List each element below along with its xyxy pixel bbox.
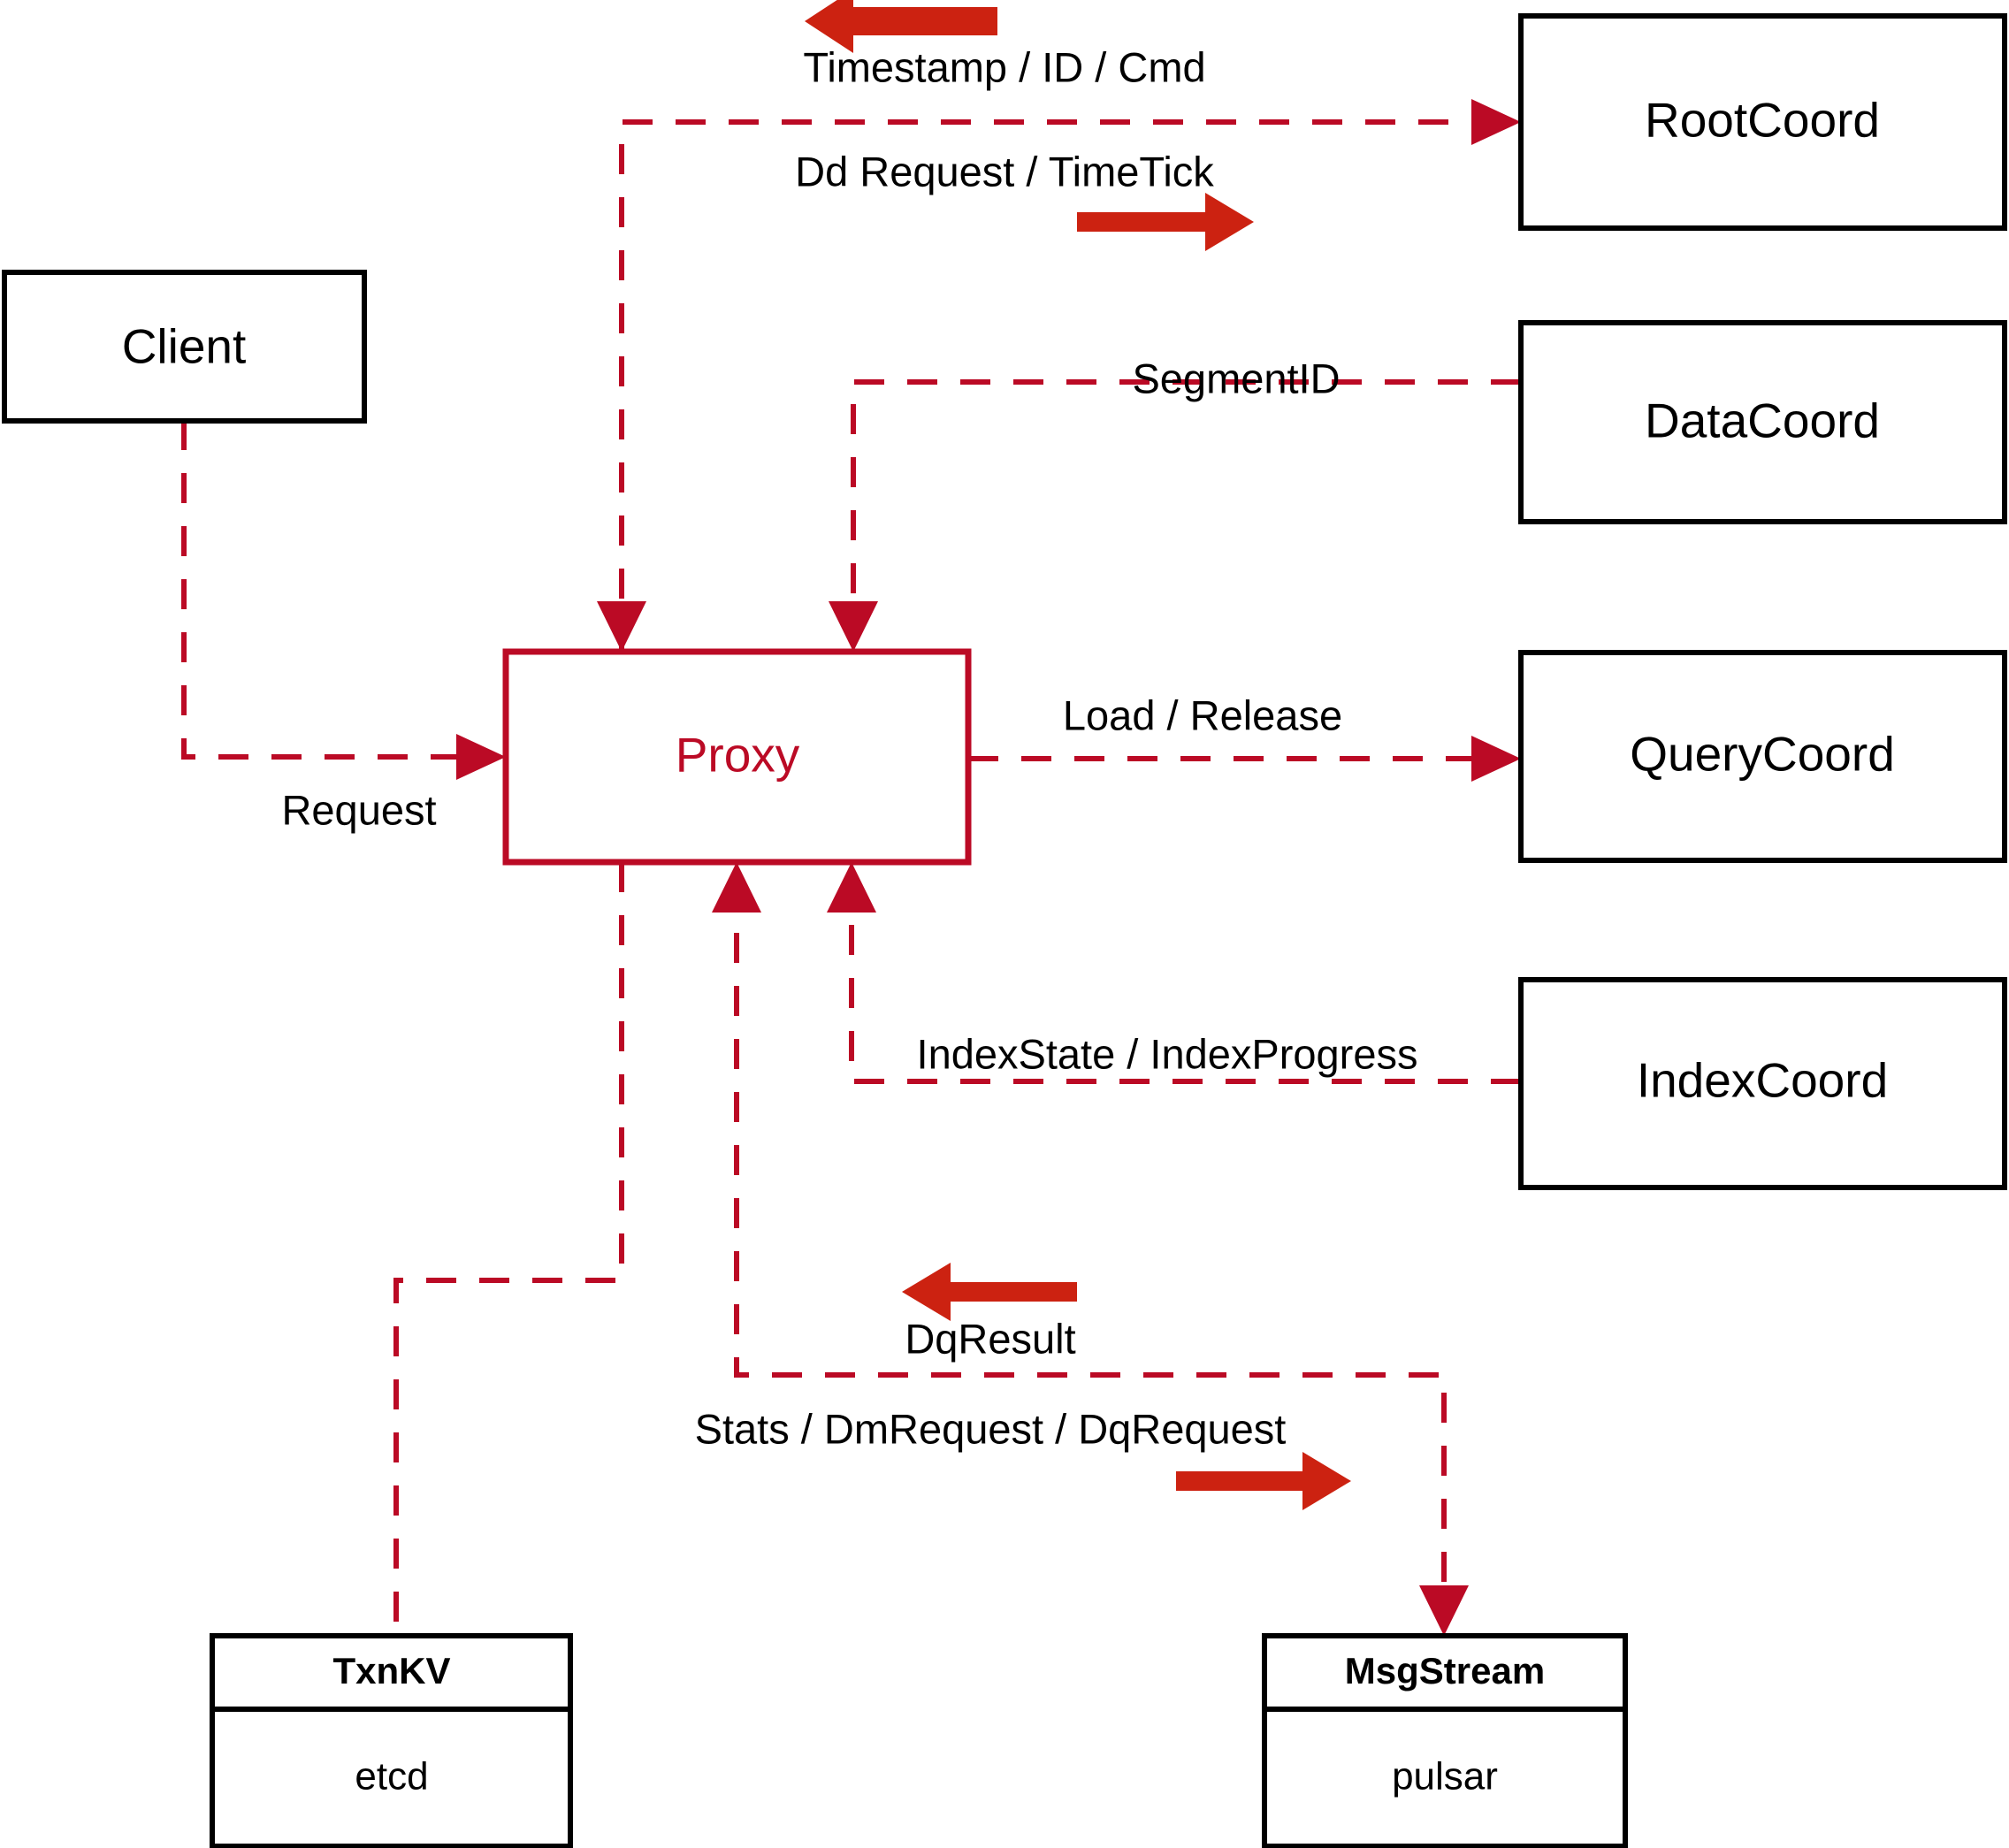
edge-label-dd-request-timetick: Dd Request / TimeTick	[795, 148, 1214, 195]
edge-path	[851, 379, 1521, 652]
arrowhead-icon	[456, 734, 506, 780]
node-index-coord[interactable]: IndexCoord	[1518, 977, 2007, 1190]
edge-timestamp-id-cmd	[597, 601, 646, 652]
direction-arrow-timestamp-left	[805, 0, 997, 53]
node-client-label: Client	[122, 319, 247, 374]
edge-dq-result	[712, 862, 1469, 1636]
edge-label-dq-result: DqResult	[905, 1315, 1075, 1362]
node-box[interactable]	[210, 1633, 573, 1848]
edge-path	[619, 119, 1503, 652]
arrowhead-icon	[1471, 99, 1521, 145]
node-query-coord-label: QueryCoord	[1630, 727, 1895, 782]
node-box[interactable]	[502, 648, 972, 866]
node-proxy[interactable]: Proxy	[502, 648, 972, 866]
direction-arrow-dqrequest-right	[1176, 1452, 1351, 1510]
edge-request	[181, 420, 506, 780]
node-box[interactable]	[1518, 977, 2007, 1190]
node-msgstream-impl-label: pulsar	[1392, 1755, 1498, 1798]
edge-path	[393, 862, 624, 1636]
edge-label-timestamp-id-cmd: Timestamp / ID / Cmd	[803, 43, 1205, 90]
edge-label-index-state-progress: IndexState / IndexProgress	[917, 1030, 1418, 1077]
node-txnkv[interactable]: TxnKV etcd	[210, 1633, 573, 1848]
edge-load-release	[968, 736, 1521, 782]
node-proxy-label: Proxy	[676, 728, 800, 783]
arrowhead-icon	[827, 862, 876, 913]
edge-path	[734, 880, 1447, 1618]
direction-arrow-dqresult-left	[902, 1263, 1077, 1321]
node-index-coord-label: IndexCoord	[1637, 1053, 1888, 1108]
edge-label-segment-id: SegmentID	[1132, 355, 1340, 401]
edge-label-stats-dm-dq-request: Stats / DmRequest / DqRequest	[695, 1405, 1287, 1452]
edge-label-request: Request	[281, 786, 436, 833]
node-data-coord[interactable]: DataCoord	[1518, 320, 2007, 524]
node-box[interactable]	[1518, 320, 2007, 524]
edge-label-load-release: Load / Release	[1063, 691, 1342, 738]
node-msgstream[interactable]: MsgStream pulsar	[1262, 1633, 1628, 1848]
arrowhead-icon	[597, 601, 646, 652]
node-data-coord-label: DataCoord	[1645, 393, 1880, 448]
node-txnkv-label: TxnKV	[332, 1650, 450, 1691]
direction-arrow-ddrequest-right	[1077, 193, 1254, 251]
node-root-coord-label: RootCoord	[1645, 93, 1880, 148]
edge-dd-request-timetick	[619, 99, 1521, 652]
edge-segment-id	[829, 379, 1521, 652]
edge-index-state-progress	[827, 862, 1521, 1084]
node-txnkv-impl-label: etcd	[355, 1755, 428, 1798]
edge-path	[181, 420, 488, 760]
node-msgstream-label: MsgStream	[1345, 1650, 1545, 1691]
node-box[interactable]	[1518, 650, 2007, 863]
arrowhead-icon	[712, 862, 761, 913]
node-box[interactable]	[1518, 13, 2007, 231]
node-query-coord[interactable]: QueryCoord	[1518, 650, 2007, 863]
arrowhead-icon	[1471, 736, 1521, 782]
node-root-coord[interactable]: RootCoord	[1518, 13, 2007, 231]
node-box[interactable]	[2, 270, 367, 424]
edge-proxy-txnkv	[393, 862, 624, 1636]
arrowhead-icon	[1419, 1585, 1469, 1636]
arrowhead-icon	[829, 601, 878, 652]
edge-path	[849, 880, 1521, 1084]
node-client[interactable]: Client	[2, 270, 367, 424]
node-box[interactable]	[1262, 1633, 1628, 1848]
